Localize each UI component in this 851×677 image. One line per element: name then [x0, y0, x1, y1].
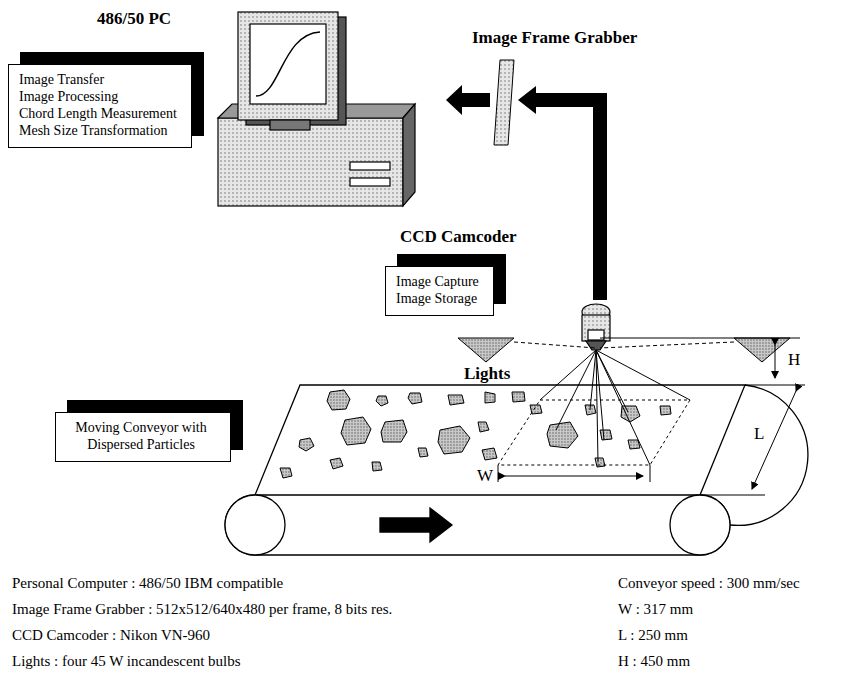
box-text: Moving Conveyor with Dispersed Particles [66, 419, 216, 453]
particles [280, 390, 671, 478]
view-field [498, 338, 805, 495]
spec-text: Image Frame Grabber : 512x512/640x480 pe… [10, 601, 394, 618]
spec-text: CCD Camcoder : Nikon VN-960 [10, 627, 212, 644]
text-box: 486/50 PCImage TransferImage ProcessingC… [8, 64, 192, 148]
box-text: Chord Length Measurement [19, 105, 181, 122]
spec-text: H : 450 mm [616, 653, 692, 670]
spec-text: Lights : four 45 W incandescent bulbs [10, 653, 243, 670]
camcorder [582, 304, 610, 350]
box-heading: CCD Camcoder [400, 227, 517, 247]
signal-arrow [446, 60, 600, 300]
lights [458, 338, 790, 362]
box-text: Image Transfer [19, 71, 181, 88]
box-heading: 486/50 PC [97, 9, 171, 29]
spec-text: Conveyor speed : 300 mm/sec [616, 575, 802, 592]
box-text: Image Storage [396, 290, 483, 307]
box-text: Mesh Size Transformation [19, 122, 181, 139]
dimension-label: H [786, 350, 802, 370]
conveyor [225, 385, 808, 555]
box-text: Image Processing [19, 88, 181, 105]
dimension-label: L [752, 424, 766, 444]
spec-text: W : 317 mm [616, 601, 695, 618]
text-box: CCD CamcoderImage CaptureImage Storage [385, 266, 494, 316]
text-box: Moving Conveyor with Dispersed Particles [55, 412, 231, 462]
spec-text: Personal Computer : 486/50 IBM compatibl… [10, 575, 285, 592]
dimension-label: W [475, 466, 495, 486]
computer [218, 12, 415, 206]
part-label: Lights [462, 364, 512, 384]
box-text: Image Capture [396, 273, 483, 290]
part-label: Image Frame Grabber [470, 28, 639, 48]
spec-text: L : 250 mm [616, 627, 690, 644]
